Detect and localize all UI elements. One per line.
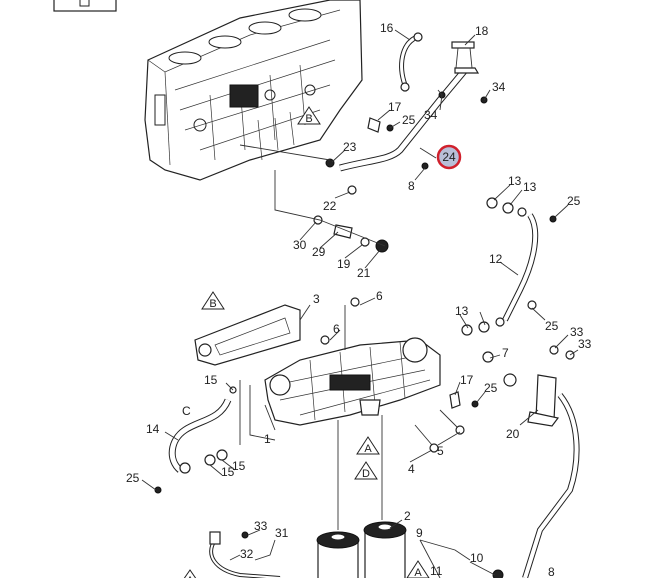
ref-marker-a-center: A: [356, 436, 380, 455]
pipe-8: [522, 374, 580, 578]
callout[interactable]: 14: [146, 422, 160, 436]
pipe-24: [339, 41, 480, 172]
callout[interactable]: 33: [570, 325, 584, 339]
reference-markers: B B A D A A: [183, 106, 430, 578]
callout[interactable]: 13: [455, 304, 469, 318]
callout[interactable]: 23: [343, 140, 357, 154]
callout[interactable]: 33: [578, 337, 592, 351]
callout[interactable]: 25: [545, 319, 559, 333]
callout[interactable]: 12: [489, 252, 503, 266]
ref-marker-label: D: [362, 468, 370, 480]
callout[interactable]: 8: [548, 565, 555, 578]
callout[interactable]: 13: [508, 174, 522, 188]
oil-cooler-housing: [264, 337, 441, 426]
ref-marker-label: B: [209, 298, 216, 310]
ref-marker-label: A: [364, 443, 372, 455]
callout[interactable]: 22: [323, 199, 337, 213]
ref-marker-a-lower-right: A: [406, 560, 430, 578]
callout[interactable]: 6: [333, 322, 340, 336]
callout-24-label: 24: [442, 150, 456, 164]
callout[interactable]: 18: [475, 24, 489, 38]
ref-marker-label: A: [414, 567, 422, 578]
callout[interactable]: 21: [357, 266, 371, 280]
callout[interactable]: 32: [240, 547, 254, 561]
callout[interactable]: 16: [380, 21, 394, 35]
ref-marker-d: D: [354, 461, 378, 480]
callout[interactable]: 10: [470, 551, 484, 565]
callout[interactable]: 29: [312, 245, 326, 259]
ref-marker-label: B: [305, 113, 312, 125]
oil-filter-left: [316, 531, 360, 578]
callout[interactable]: 20: [506, 427, 520, 441]
callout[interactable]: 33: [254, 519, 268, 533]
small-parts: [154, 91, 575, 578]
pipe-12: [495, 207, 539, 327]
callout[interactable]: 7: [502, 346, 509, 360]
leader-lines: [141, 29, 579, 578]
callout[interactable]: 34: [424, 108, 438, 122]
ref-marker-label: A: [186, 575, 194, 578]
callout[interactable]: 3: [313, 292, 320, 306]
callout[interactable]: 31: [275, 526, 289, 540]
callout[interactable]: 11: [430, 564, 443, 578]
callout[interactable]: 17: [388, 100, 402, 114]
callout-24-highlight[interactable]: 24: [436, 144, 462, 170]
wiring-harness-31: [209, 531, 281, 578]
callout[interactable]: 25: [484, 381, 498, 395]
ref-marker-a-lower-left: A: [183, 569, 197, 578]
ref-marker-b-lower: B: [201, 291, 225, 310]
pipe-16: [399, 32, 423, 92]
callout[interactable]: 19: [337, 257, 351, 271]
pipe-14: [168, 398, 232, 474]
highlight-ring: [436, 144, 462, 170]
callout[interactable]: 25: [126, 471, 140, 485]
callout[interactable]: 15: [232, 459, 246, 473]
callout[interactable]: 30: [293, 238, 307, 252]
oil-filter-right: [363, 521, 407, 578]
callout[interactable]: 17: [460, 373, 474, 387]
callout[interactable]: 13: [523, 180, 537, 194]
callout[interactable]: 8: [408, 179, 415, 193]
inset-frame: [53, 0, 117, 12]
callout[interactable]: 4: [408, 462, 415, 476]
callout[interactable]: 5: [437, 444, 444, 458]
callout[interactable]: 15: [221, 465, 235, 479]
callout[interactable]: 6: [376, 289, 383, 303]
ref-marker-b-upper: B: [297, 106, 321, 125]
callout[interactable]: 34: [492, 80, 506, 94]
callout[interactable]: 1: [264, 432, 271, 446]
callout-labels: 16 18 34 34 17 25 23 8 22 30 29 19 21 13…: [126, 21, 592, 578]
callout[interactable]: 9: [416, 526, 423, 540]
callout[interactable]: 25: [567, 194, 581, 208]
engine-block: [144, 0, 363, 181]
callout[interactable]: 15: [204, 373, 218, 387]
callout[interactable]: 2: [404, 509, 411, 523]
callout[interactable]: 25: [402, 113, 416, 127]
gasket-3: [194, 304, 301, 366]
view-letter-c: C: [182, 404, 191, 418]
